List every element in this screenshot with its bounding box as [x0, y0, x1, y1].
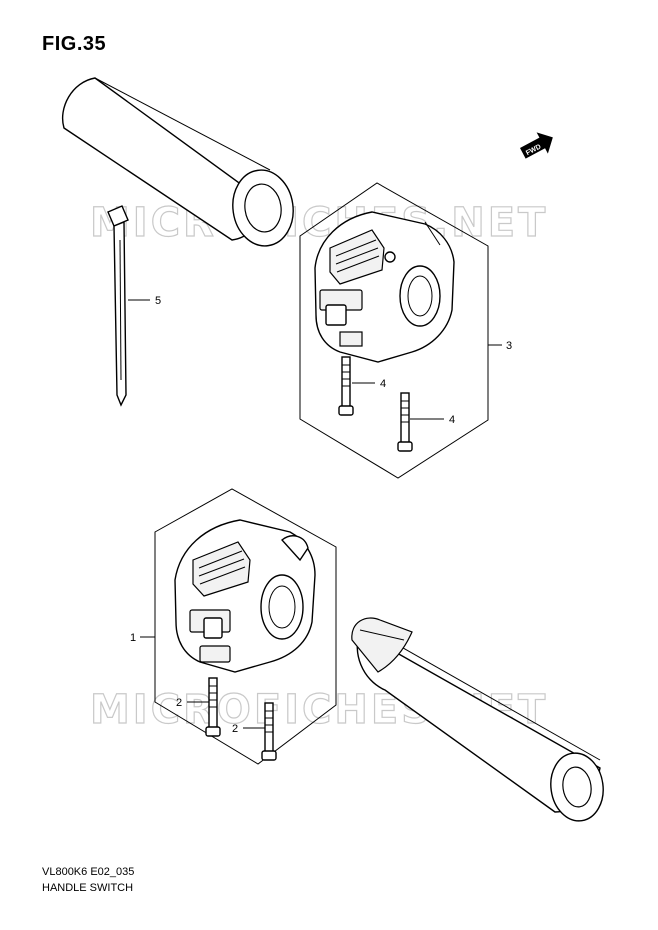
screw-4a — [338, 356, 354, 416]
screw-2a — [205, 677, 221, 737]
callout-3: 3 — [506, 340, 512, 352]
fwd-arrow-icon: FWD — [520, 132, 553, 159]
assembly-box-right — [299, 182, 489, 479]
assembly-box-left — [154, 488, 337, 765]
callout-2b: 2 — [232, 723, 238, 735]
figure-name: HANDLE SWITCH — [42, 882, 134, 894]
callout-4a: 4 — [380, 378, 386, 390]
callout-1: 1 — [130, 632, 136, 644]
callout-2a: 2 — [176, 697, 182, 709]
watermark-top: MICROFICHES.NET — [90, 200, 548, 246]
throttle-grip — [351, 617, 604, 822]
screw-4b — [397, 392, 413, 452]
callout-4b: 4 — [449, 414, 455, 426]
right-handle-switch — [314, 211, 455, 363]
model-code: VL800K6 E02_035 — [42, 866, 135, 878]
callout-5: 5 — [155, 295, 161, 307]
left-grip — [62, 77, 294, 247]
cable-tie — [107, 205, 129, 407]
figure-title: FIG.35 — [42, 33, 107, 55]
left-handle-switch — [174, 519, 316, 673]
